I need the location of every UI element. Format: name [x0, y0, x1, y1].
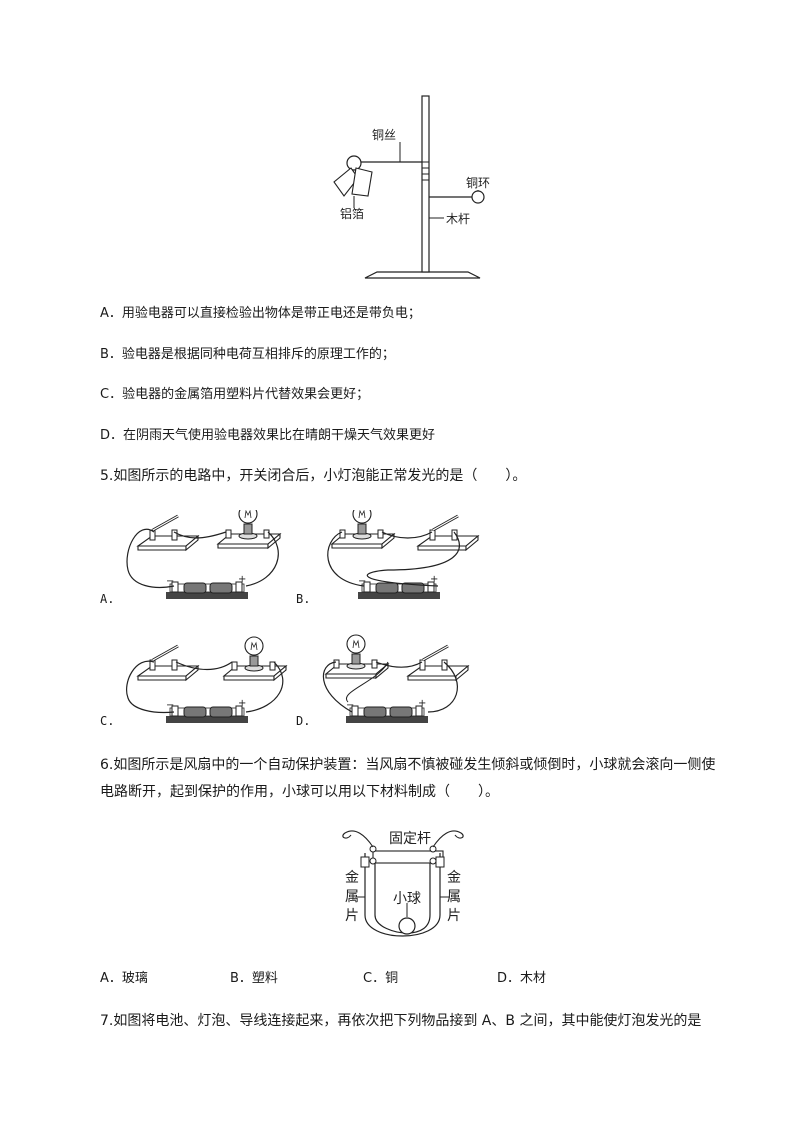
label-metal-right-2: 属 [447, 889, 461, 905]
battery-minus-d: − [346, 700, 354, 711]
copper-ring [471, 190, 485, 204]
battery-minus-b: − [358, 576, 366, 587]
circuit-d: − + [322, 634, 470, 724]
foil-right [351, 167, 373, 197]
label-metal-left-3: 片 [345, 908, 359, 924]
battery-plus-b: + [430, 574, 438, 585]
label-foil: 铝箔 [340, 206, 364, 221]
label-small-ball: 小球 [393, 891, 421, 907]
circuit-c: − + [126, 636, 287, 724]
label-fixed-rod: 固定杆 [389, 831, 431, 847]
battery-plus-d: + [418, 698, 426, 709]
left-ball [346, 155, 362, 171]
battery-minus-c: − [166, 700, 174, 711]
fan-protector-figure: 固定杆 金 属 片 金 属 片 小球 [342, 830, 464, 937]
q5-label-b: B. [296, 592, 311, 606]
q6-stem-line2: 电路断开，起到保护的作用，小球可以用以下材料制成（ ）。 [100, 784, 499, 800]
label-metal-right-1: 金 [447, 870, 461, 886]
q6-option-c: C．铜 [363, 971, 399, 986]
battery-plus-a: + [238, 574, 246, 585]
small-ball [398, 917, 416, 935]
q5-label-a: A. [100, 592, 115, 606]
electroscope-figure: 铜丝 铜环 铝箔 木杆 [333, 95, 490, 279]
label-metal-left-2: 属 [345, 889, 359, 905]
q5-stem: 5.如图所示的电路中，开关闭合后，小灯泡能正常发光的是（ ）。 [100, 468, 527, 484]
wooden-rod [421, 95, 430, 273]
q4-option-c: C．验电器的金属箔用塑料片代替效果会更好； [100, 387, 370, 402]
wire-left [342, 830, 374, 848]
q5-label-d: D. [296, 714, 311, 728]
q6-option-d: D．木材 [497, 971, 547, 986]
q6-option-a: A．玻璃 [100, 971, 148, 986]
circuit-a: − + [126, 510, 281, 600]
q4-option-d: D．在阴雨天气使用验电器效果比在晴朗干燥天气效果更好 [100, 428, 436, 443]
q5-label-c: C. [100, 714, 115, 728]
circuit-b: − + [327, 510, 480, 600]
label-wooden-rod: 木杆 [446, 212, 470, 226]
label-metal-right-3: 片 [447, 908, 461, 924]
label-metal-left-1: 金 [345, 870, 359, 886]
q6-stem-line1: 6.如图所示是风扇中的一个自动保护装置：当风扇不慎被碰发生倾斜或倾倒时，小球就会… [100, 757, 716, 773]
metal-strip-outer [364, 853, 441, 937]
q6-option-b: B．塑料 [230, 971, 278, 986]
label-copper-wire: 铜丝 [372, 127, 396, 142]
stand-base [364, 271, 481, 279]
q4-option-a: A．用验电器可以直接检验出物体是带正电还是带负电； [100, 306, 421, 321]
q4-option-b: B．验电器是根据同种电荷互相排斥的原理工作的； [100, 347, 395, 362]
battery-plus-c: + [238, 698, 246, 709]
label-copper-ring: 铜环 [466, 175, 490, 190]
battery-minus-a: − [166, 576, 174, 587]
wire-right [432, 830, 464, 848]
q7-stem: 7.如图将电池、灯泡、导线连接起来，再依次把下列物品接到 A、B 之间，其中能使… [100, 1013, 702, 1029]
